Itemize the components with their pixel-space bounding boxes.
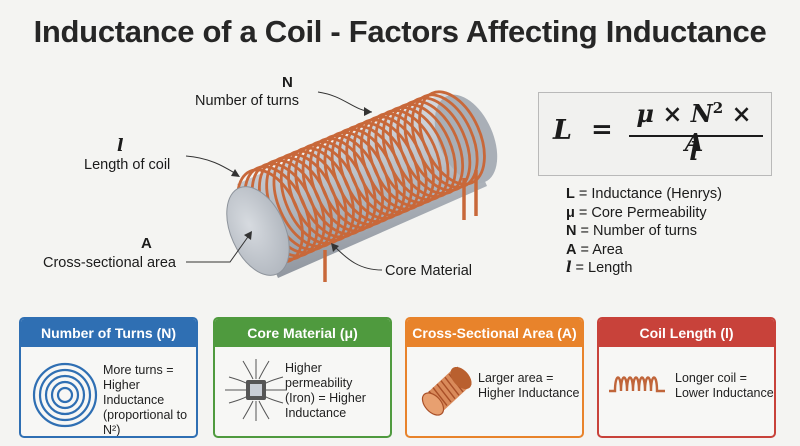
card-title: Number of Turns (N) xyxy=(21,319,196,347)
formula-equals: = xyxy=(591,115,613,145)
long-coil-icon xyxy=(609,376,665,393)
legend-item: N = Number of turns xyxy=(566,223,697,239)
card-coil-length: Coil Length (l) Longer coil =Lower Induc… xyxy=(597,317,776,438)
legend-item: l = Length xyxy=(566,259,633,276)
legend-item: μ = Core Permeability xyxy=(566,204,707,221)
area-text-label: Cross-sectional area xyxy=(43,255,176,271)
area-symbol-label: A xyxy=(141,235,152,252)
winding-turn xyxy=(410,93,479,189)
copper-windings xyxy=(236,90,486,264)
winding-turn xyxy=(381,106,450,202)
card-cross-sectional-area: Cross-Sectional Area (A) Larger area =Hi… xyxy=(405,317,584,438)
card-title: Core Material (μ) xyxy=(215,319,390,347)
turns-symbol-label: N xyxy=(282,74,293,91)
formula-lhs: L xyxy=(553,115,572,146)
card-core-material: Core Material (μ) Higher permeability(Ir… xyxy=(213,317,392,438)
card-title: Cross-Sectional Area (A) xyxy=(407,319,582,347)
length-text-label: Length of coil xyxy=(84,157,171,173)
formula-numerator: μ × N2 × A xyxy=(636,99,752,157)
legend-item: A = Area xyxy=(566,241,623,258)
card-number-of-turns: Number of Turns (N) More turns =Higher I… xyxy=(19,317,198,438)
card-description: Longer coil =Lower Inductance xyxy=(675,371,774,400)
wide-coil-icon xyxy=(421,366,472,416)
legend-item: L = Inductance (Henrys) xyxy=(566,186,722,202)
inductance-formula: L = μ × N2 × A l xyxy=(538,92,772,176)
formula-denominator: l xyxy=(689,137,699,166)
winding-turn xyxy=(403,96,472,192)
winding-turn xyxy=(418,90,486,186)
formula-legend: L = Inductance (Henrys) μ = Core Permeab… xyxy=(566,185,722,278)
iron-core-field-icon xyxy=(225,359,287,421)
page-title: Inductance of a Coil - Factors Affecting… xyxy=(33,14,767,49)
concentric-turns-icon xyxy=(32,362,98,428)
card-description: Larger area =Higher Inductance xyxy=(478,371,580,400)
formula-fraction-bar xyxy=(629,135,763,137)
winding-turn xyxy=(389,102,457,199)
turns-text-label: Number of turns xyxy=(195,93,299,109)
card-title: Coil Length (l) xyxy=(599,319,774,347)
card-description: More turns =Higher Inductance(proportion… xyxy=(103,363,188,437)
winding-turn xyxy=(396,99,465,195)
label-leader-lines xyxy=(185,91,383,271)
winding-turn xyxy=(374,109,443,205)
core-end-face xyxy=(226,186,290,276)
core-material-label: Core Material xyxy=(385,263,473,279)
length-symbol-label: l xyxy=(117,136,124,156)
